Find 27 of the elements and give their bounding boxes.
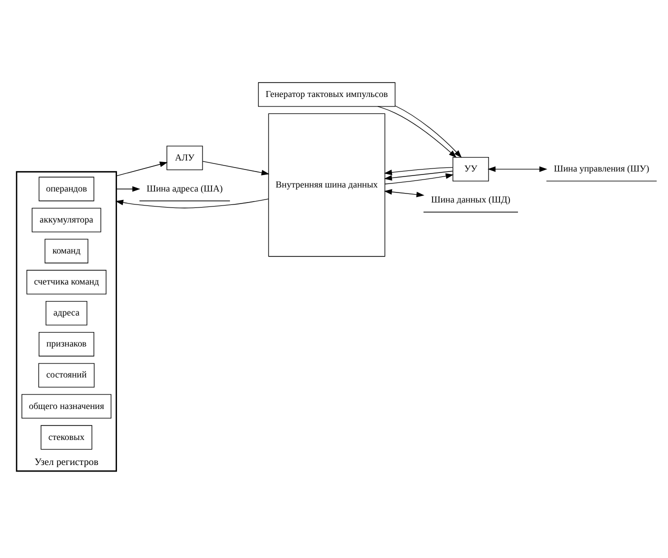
node-box: УУ (452, 156, 489, 181)
node-box: общего назначения (22, 394, 112, 418)
arrow (115, 198, 269, 208)
node-box: признаков (38, 332, 94, 356)
node-text: Шина данных (ШД) (431, 194, 510, 204)
node-box: Внутренняя шина данных (268, 112, 386, 256)
node-box: состояний (38, 362, 95, 387)
arrow (384, 170, 453, 180)
node-box: аккумулятора (32, 207, 102, 232)
node-box: АЛУ (166, 145, 203, 170)
arrow (116, 161, 168, 176)
arrow (384, 188, 424, 197)
arrow (384, 166, 453, 175)
node-box: операндов (38, 176, 94, 201)
arrow (116, 186, 140, 192)
arrow (377, 106, 457, 158)
node-box: команд (44, 238, 88, 263)
arrow (488, 166, 548, 172)
node-text: Шина управления (ШУ) (554, 163, 650, 174)
arrow (384, 172, 454, 184)
node-box: счетчика команд (26, 269, 106, 294)
node-box: стековых (40, 424, 92, 450)
arrow (395, 105, 462, 158)
node-text: Шина адреса (ША) (146, 182, 223, 193)
arrow (202, 160, 270, 175)
node-box: адреса (46, 300, 88, 325)
node-box: Генератор тактовых импульсов (258, 82, 396, 106)
